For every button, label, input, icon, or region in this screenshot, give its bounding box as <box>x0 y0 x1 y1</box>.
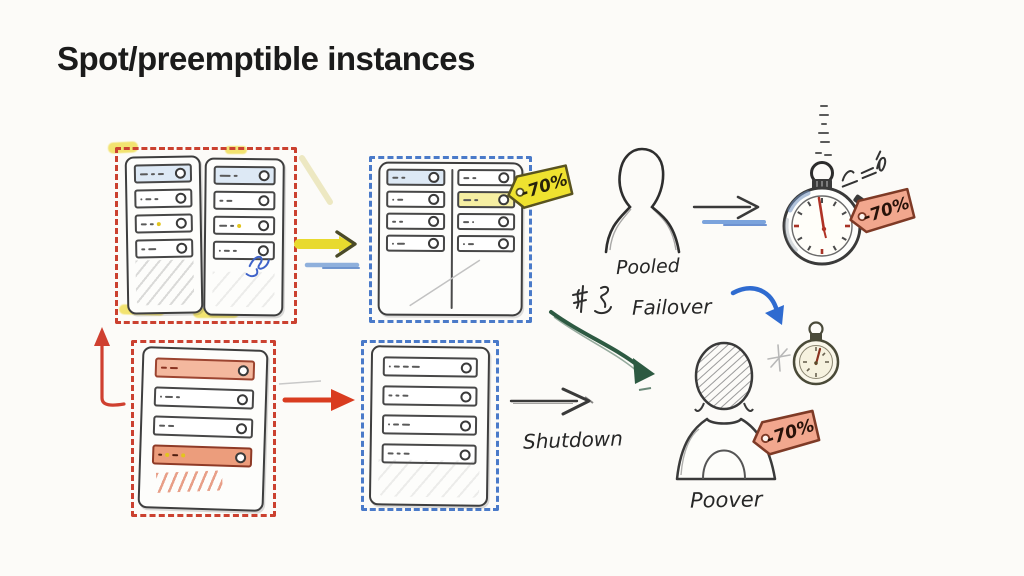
pencil-shading <box>135 259 195 306</box>
yellow-arrow-icon <box>294 230 360 269</box>
slot-knob-icon <box>460 361 472 374</box>
handwritten-scribble <box>841 150 887 188</box>
server-slot <box>152 415 254 439</box>
server-slot <box>134 213 193 234</box>
slot-knob-icon <box>235 422 248 434</box>
slot-knob-icon <box>175 192 187 204</box>
blue-curved-arrow-icon <box>730 286 784 325</box>
slot-knob-icon <box>258 220 270 232</box>
black-arrow-icon <box>509 387 594 416</box>
server-tower-interrupted <box>137 346 269 512</box>
spot-group-box <box>361 340 499 511</box>
server-slot <box>213 165 276 186</box>
person-silhouette-shaded-icon <box>675 341 777 481</box>
server-slot-failing <box>151 444 253 468</box>
server-slot <box>382 356 478 378</box>
slot-knob-icon <box>174 167 187 179</box>
spot-group-box <box>369 156 532 323</box>
handwritten-scribble <box>572 285 612 315</box>
sketch-lines <box>409 259 481 307</box>
shutdown-label: Shutdown <box>522 426 624 454</box>
blue-scribble-icon <box>245 255 270 278</box>
yellow-highlight-mark <box>225 146 247 154</box>
faint-highlight-stroke <box>299 155 333 205</box>
server-slot-failing <box>154 357 256 381</box>
plus-sketch-icon <box>767 344 791 372</box>
page-title: Spot/preemptible instances <box>57 40 475 77</box>
red-shading <box>155 470 223 493</box>
dashes-scribble <box>815 105 832 156</box>
green-curved-arrow-icon <box>549 310 655 391</box>
small-stopwatch-icon <box>792 321 840 386</box>
status-led-icon <box>237 223 242 228</box>
slot-knob-icon <box>459 448 471 461</box>
stopwatch-icon <box>782 161 866 266</box>
server-slot <box>213 190 276 211</box>
slot-knob-icon <box>176 242 188 254</box>
server-slot <box>153 386 255 410</box>
slot-knob-icon <box>234 451 247 463</box>
discount-tag-stopwatch: -70% <box>841 183 922 244</box>
pooled-server-rack <box>377 161 524 317</box>
interrupted-group-box <box>131 340 276 517</box>
slot-knob-icon <box>258 170 270 182</box>
server-slot <box>133 163 193 184</box>
status-led-icon <box>156 221 161 226</box>
server-slot <box>213 215 276 236</box>
server-slot <box>134 188 193 209</box>
on-demand-group-box <box>115 147 297 324</box>
server-slot <box>381 414 478 436</box>
person-silhouette-icon <box>604 147 681 254</box>
red-up-arrow-icon <box>94 327 126 407</box>
red-arrow-icon <box>278 380 355 411</box>
slot-knob-icon <box>237 364 250 376</box>
status-led-icon <box>181 453 186 458</box>
server-tower <box>124 155 204 315</box>
slot-knob-icon <box>236 393 249 405</box>
black-arrow-icon <box>692 195 767 226</box>
status-led-icon <box>165 452 170 457</box>
slot-knob-icon <box>459 419 472 432</box>
server-slot <box>382 385 478 407</box>
server-slot <box>135 238 194 259</box>
slot-knob-icon <box>175 217 187 229</box>
server-tower <box>368 345 491 507</box>
server-tower <box>203 157 285 317</box>
discount-tag-person: -70% <box>744 403 828 468</box>
power-label: Poover <box>689 487 763 513</box>
slot-knob-icon <box>258 195 270 207</box>
slot-knob-icon <box>460 390 472 403</box>
pencil-shading <box>378 459 480 498</box>
discount-tag-rack: -70% <box>500 159 581 219</box>
pooled-label: Pooled <box>615 254 681 280</box>
